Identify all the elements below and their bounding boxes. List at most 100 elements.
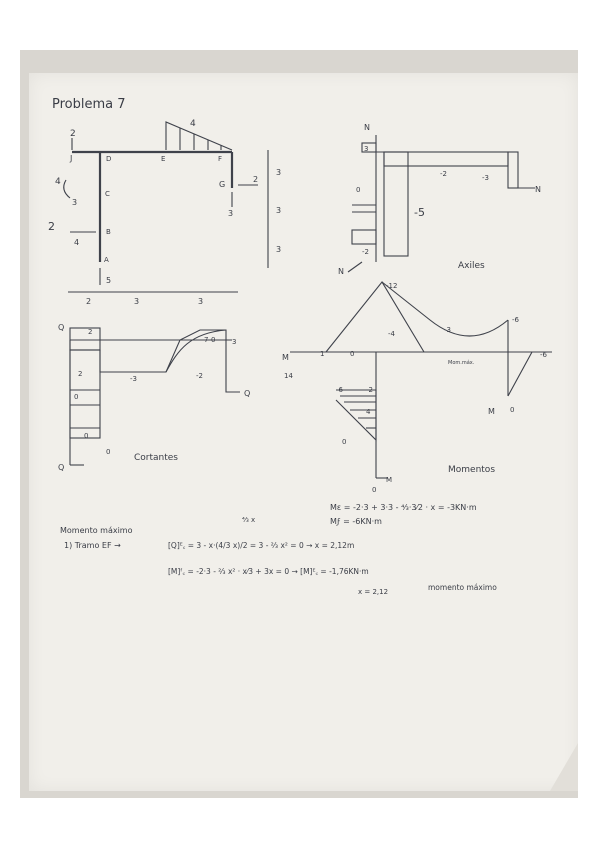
momentos-val-m6a: -6 [512,316,520,324]
node-f: F [218,155,222,163]
cortantes-column-band [69,349,101,439]
cortantes-val-70: 7-0 [204,336,215,344]
label-reaction-g: 3 [228,209,233,218]
fraction-note: ⁴⁄₃ x [242,516,255,524]
dim-v-1: 3 [276,168,281,177]
cortantes-val-3: 3 [232,338,236,346]
dim-v-2: 3 [276,206,281,215]
paper-sheet [29,73,578,791]
result-label: momento máximo [428,583,497,592]
node-d: D [106,155,111,163]
momentos-column-diagram [335,389,377,442]
label-left-top: 2 [70,129,76,139]
label-moment-c: 4 [55,177,61,187]
label-force-b: 2 [48,220,55,233]
momentos-val-4: 4 [366,408,371,416]
label-reaction-a: 5 [106,276,111,285]
node-e: E [161,155,165,163]
cortantes-val-2: 2 [88,328,92,336]
cortantes-val-m3: -3 [130,375,137,383]
momentos-val-mmax: Mom.máx. [448,359,475,366]
dim-h-2: 3 [134,297,139,306]
moment-arrow-c [63,179,71,199]
axiles-n-bottom-line [347,261,363,273]
cortantes-val-0b: 0 [84,432,88,440]
node-g: G [219,180,225,189]
label-c-left: 3 [72,198,77,207]
distributed-load [165,121,233,151]
axiles-n-top: N [364,123,370,132]
node-a: A [104,256,109,264]
tramo-label: 1) Tramo EF → [64,541,121,550]
page-title: Problema 7 [52,97,126,112]
axiles-val-0: 0 [356,186,360,194]
axiles-val-m2: -2 [440,170,447,178]
label-b-left: 4 [74,238,79,247]
node-j: J [69,154,72,163]
momentos-right-slope [507,351,533,397]
momentos-val-m2: -2 [366,386,373,394]
dim-h-1: 2 [86,297,91,306]
momentos-m-right: M [488,407,495,416]
axiles-n-bottom: N [338,267,344,276]
dim-v-3: 3 [276,245,281,254]
axiles-box-top [361,142,377,153]
equations-block: Mε = -2·3 + 3·3 - ⁴⁄₃·3⁄2 · x = -3KN·m M… [60,503,497,596]
cortantes-q-bl: Q [58,463,64,472]
axiles-val-3: 3 [364,145,368,153]
cortantes-val-0a: 0 [74,393,78,401]
cortantes-parabola [165,329,227,373]
momentos-val-m3: -3 [444,326,451,334]
cortantes-box-top [69,327,101,351]
axiles-beam-band [383,151,509,167]
cortantes-q-r: Q [244,389,250,398]
equation-q: [Q]ᴱ꜀ = 3 - x·(4/3 x)/2 = 3 - ²⁄₃ x² = 0… [168,541,354,550]
momentos-val-0a: 0 [350,350,354,358]
momentos-val-1: 1 [320,350,324,358]
momentos-caption: Momentos [448,465,495,475]
equation-m: [M]ᶠ꜀ = -2·3 - ²⁄₃ x² · x⁄3 + 3x = 0 → [… [168,567,369,576]
axiles-box-bottom [351,229,377,245]
cortantes-val-m2: -2 [196,372,203,380]
momentos-val-m12: -12 [386,282,397,290]
momentos-diagram: -12 -4 -3 -6 -6 1 0 Mom.máx. -6 -2 4 0 0… [282,281,552,494]
momentos-val-14: 14 [284,372,293,380]
structure-diagram: 4 2 4 3 2 4 5 2 3 J D E F G C B A 3 3 3 … [48,119,281,306]
label-force-g: 2 [253,175,258,184]
momentos-val-m4: -4 [388,330,396,338]
axiles-caption: Axiles [458,261,485,271]
cortantes-curve [99,329,240,393]
page-curl [550,743,578,791]
axiles-diagram: N N N 3 0 -2 -5 -2 -3 Axiles [338,123,541,276]
cortantes-val-2b: 2 [78,370,82,378]
axiles-val-m5: -5 [414,206,425,219]
momentos-val-m6b: -6 [540,351,548,359]
momentos-val-m6c: -6 [336,386,344,394]
momentos-triangle-left [325,281,425,353]
equation-mf: Mϝ = -6KN·m [330,517,382,526]
node-c: C [105,190,110,198]
node-b: B [106,228,111,236]
axiles-column-band [383,151,409,257]
momentos-val-0b: 0 [342,438,346,446]
dim-h-3: 3 [198,297,203,306]
momentos-val-0c: 0 [510,406,514,414]
momentos-zero-bottom: 0 [372,486,376,494]
cortantes-diagram: Q Q Q 2 2 -3 -2 7-0 3 0 0 0 Cortantes [58,323,250,472]
axiles-n-right: N [535,185,541,194]
axiles-box-right [507,151,519,189]
axiles-val-m3: -3 [482,174,489,182]
section-heading: Momento máximo [60,526,133,535]
equation-me: Mε = -2·3 + 3·3 - ⁴⁄₃·3⁄2 · x = -3KN·m [330,503,477,512]
label-distributed: 4 [190,119,196,129]
cortantes-q-tl: Q [58,323,64,332]
momentos-curve [381,281,509,337]
momentos-m-left: M [282,353,289,362]
axiles-val-m2b: -2 [362,248,369,256]
cortantes-val-0c: 0 [106,448,110,456]
cortantes-caption: Cortantes [134,453,178,463]
x-note: x = 2,12 [358,588,388,596]
momentos-m-bottom: M [386,476,392,484]
